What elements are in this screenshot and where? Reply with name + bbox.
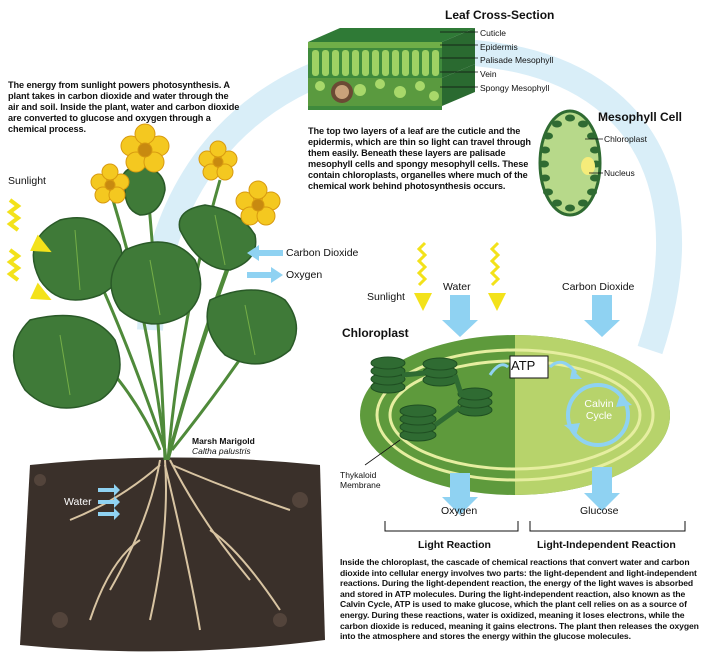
plant-name: Marsh Marigold xyxy=(192,436,255,446)
calvin-cycle-label: Calvin Cycle xyxy=(584,398,614,422)
chloroplast-title: Chloroplast xyxy=(342,326,409,340)
chloro-water-label: Water xyxy=(443,281,471,293)
light-reaction-label: Light Reaction xyxy=(418,539,491,551)
palisade-label: Palisade Mesophyll xyxy=(480,55,554,66)
plant-name-block: Marsh Marigold Caltha palustris xyxy=(192,436,255,456)
mesophyll-cell-illustration xyxy=(538,109,602,217)
chloro-co2-label: Carbon Dioxide xyxy=(562,281,635,293)
plant-sunlight-label: Sunlight xyxy=(8,175,46,187)
leaf-labels: Cuticle Epidermis Palisade Mesophyll Vei… xyxy=(480,27,553,96)
chloroplast-small-label: Chloroplast xyxy=(604,134,647,144)
chloroplast-illustration xyxy=(360,241,686,532)
leaf-description: The top two layers of a leaf are the cut… xyxy=(308,126,531,191)
co2-o2-arrows xyxy=(247,245,283,283)
light-independent-label: Light-Independent Reaction xyxy=(537,539,676,551)
nucleus-label: Nucleus xyxy=(604,168,635,178)
leaf-label-lines xyxy=(440,31,478,88)
chloro-sunlight-label: Sunlight xyxy=(367,291,405,303)
chloro-oxygen-label: Oxygen xyxy=(441,505,478,517)
vein-label: Vein xyxy=(480,69,497,80)
mesophyll-lines xyxy=(585,138,603,174)
leaf-cross-section-illustration xyxy=(308,28,475,110)
epidermis-label: Epidermis xyxy=(480,41,518,52)
plant-co2-label: Carbon Dioxide xyxy=(286,247,359,259)
intro-text: The energy from sunlight powers photosyn… xyxy=(8,80,240,134)
plant-illustration xyxy=(13,123,325,652)
chloro-glucose-label: Glucose xyxy=(580,505,619,517)
mesophyll-title: Mesophyll Cell xyxy=(598,110,683,124)
bottom-text: Inside the chloroplast, the cascade of c… xyxy=(340,557,699,642)
soil-water-label: Water xyxy=(64,496,92,508)
plant-latin: Caltha palustris xyxy=(192,446,251,456)
plant-o2-label: Oxygen xyxy=(286,269,323,281)
atp-label: ATP xyxy=(511,358,536,373)
sunlight-icon xyxy=(6,198,52,300)
cuticle-label: Cuticle xyxy=(480,28,506,38)
soil-water-arrows xyxy=(98,484,120,520)
thylakoid-label: Thykaloid Membrane xyxy=(340,470,381,490)
leaf-section-title: Leaf Cross-Section xyxy=(445,8,555,22)
spongy-label: Spongy Mesophyll xyxy=(480,82,550,93)
